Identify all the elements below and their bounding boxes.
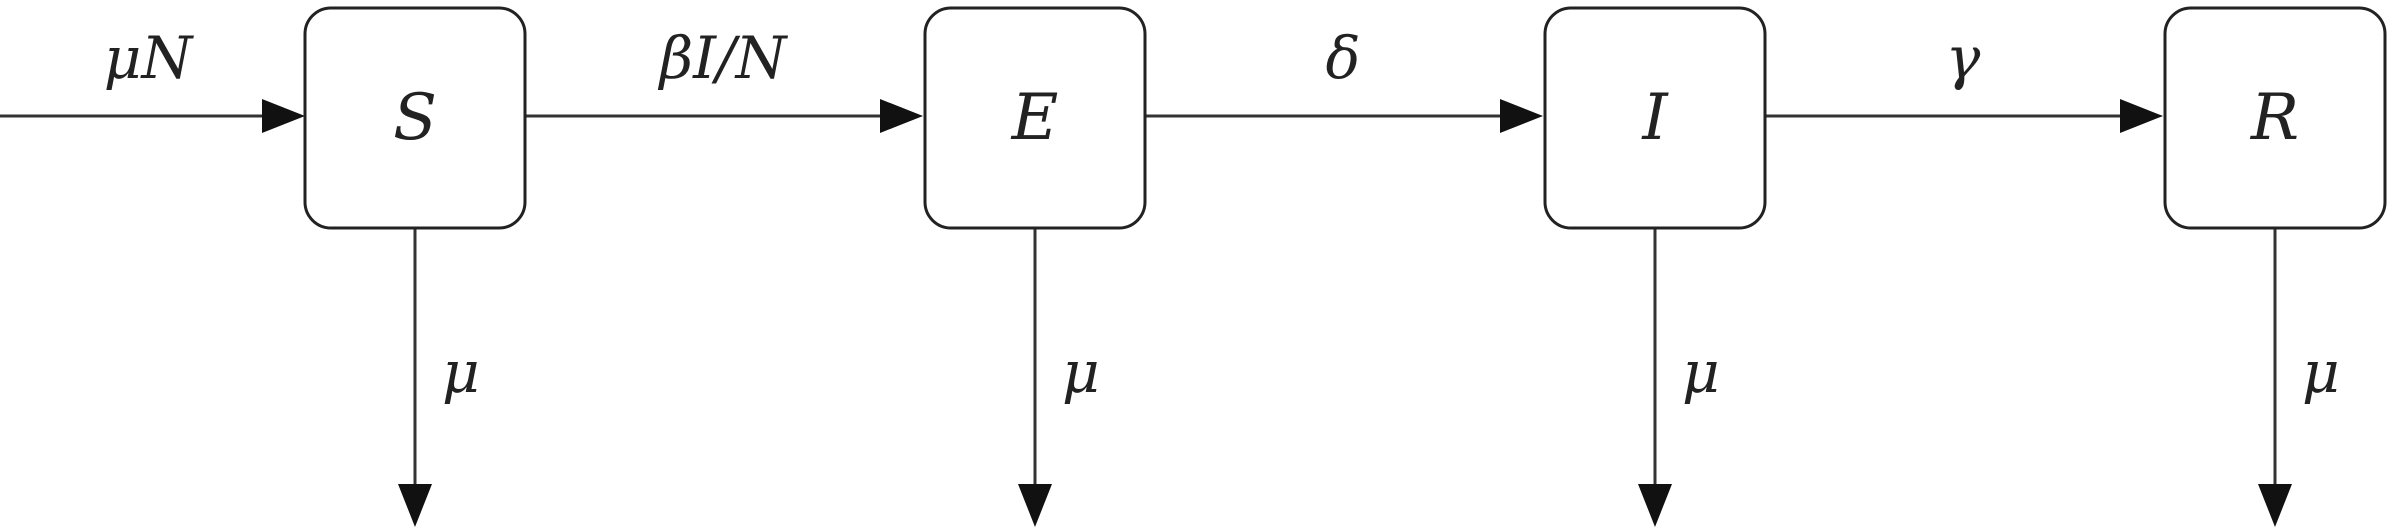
compartment-r-box [2163,6,2387,230]
transition-e-to-i-label: δ [1326,24,1361,92]
transition-i-to-r-arrowhead [2120,99,2163,133]
transition-e-to-i-arrowhead [1500,99,1543,133]
transition-i-to-r-label: γ [1946,24,1981,92]
transition-e-to-i: δ [1145,24,1543,133]
compartment-e-label: E [1011,81,1059,155]
inflow-arrowhead [262,99,305,133]
outflow-i: μ [1638,228,1720,527]
outflow-r-label: μ [2302,338,2340,406]
compartment-i-label: I [1641,81,1669,155]
transition-s-to-e: βI/N [525,24,923,133]
outflow-r-arrowhead [2258,484,2292,527]
transition-s-to-e-arrowhead [880,99,923,133]
outflow-s-label: μ [442,338,480,406]
transition-s-to-e-label: βI/N [658,24,789,92]
compartment-e-box [923,6,1147,230]
compartment-s-label: S [393,81,437,155]
outflow-e-label: μ [1062,338,1100,406]
inflow-label: μN [104,24,195,92]
compartment-i-box [1543,6,1767,230]
compartment-r: R [2163,6,2387,230]
transition-i-to-r: γ [1765,24,2163,133]
compartment-s: S [303,6,527,230]
outflow-e-arrowhead [1018,484,1052,527]
outflow-i-arrowhead [1638,484,1672,527]
compartment-r-label: R [2250,81,2299,155]
outflow-s-arrowhead [398,484,432,527]
inflow-arrow: μN [0,24,305,133]
outflow-r: μ [2258,228,2340,527]
compartment-s-box [303,6,527,230]
compartment-e: E [923,6,1147,230]
outflow-s: μ [398,228,480,527]
outflow-e: μ [1018,228,1100,527]
outflow-i-label: μ [1682,338,1720,406]
compartment-i: I [1543,6,1767,230]
